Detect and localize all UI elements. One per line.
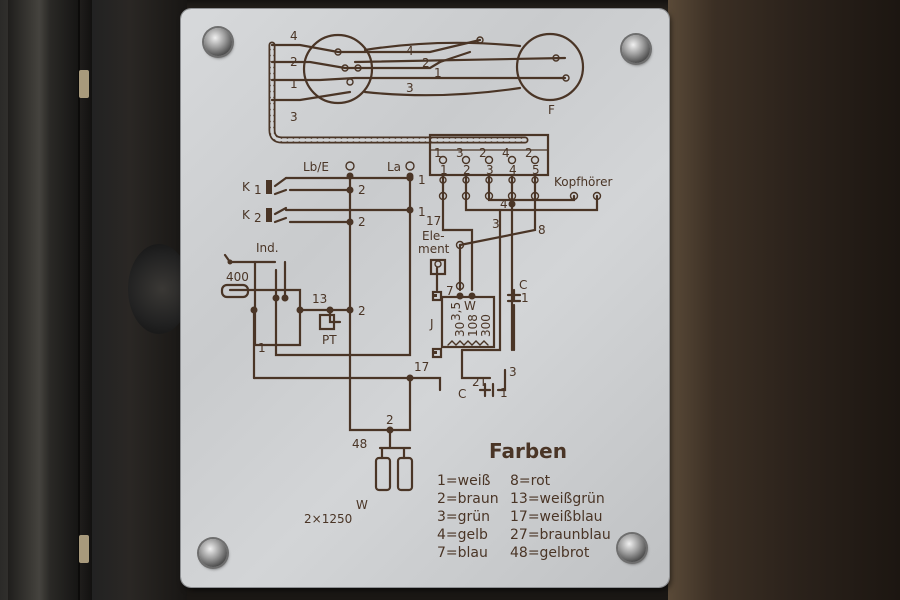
wire-number: 1 bbox=[258, 341, 266, 355]
screw-icon bbox=[618, 534, 646, 562]
terminal-number: 1 bbox=[440, 163, 448, 177]
ohm-w-label: W bbox=[464, 299, 476, 313]
k1-label: K bbox=[242, 180, 251, 194]
c-lower-2t-label: 2T bbox=[472, 375, 488, 389]
wire-number: 2 bbox=[358, 304, 366, 318]
handset-f-label: F bbox=[548, 103, 555, 117]
wire-number: 4 bbox=[406, 44, 414, 58]
circuit-plate: F Lb/E La K 1 K 2 Ind. 400 PT Kopfhörer … bbox=[181, 9, 669, 587]
legend-title: Farben bbox=[489, 439, 567, 463]
wire-number: 3 bbox=[406, 81, 414, 95]
terminal-wire-number: 1 bbox=[434, 146, 442, 160]
ind-label: Ind. bbox=[256, 241, 279, 255]
ohm-108-label: 108 bbox=[466, 314, 480, 337]
screw-icon bbox=[199, 539, 227, 567]
terminal-number: 5 bbox=[532, 163, 540, 177]
wiring-diagram: F Lb/E La K 1 K 2 Ind. 400 PT Kopfhörer … bbox=[220, 29, 612, 526]
la-label: La bbox=[387, 160, 401, 174]
legend-entry: 27=braunblau bbox=[510, 527, 611, 543]
terminal-wire-number: 3 bbox=[456, 146, 464, 160]
element-label-line1: Ele- bbox=[422, 229, 445, 243]
wire-number: 1 bbox=[418, 205, 426, 219]
w-value-label: 2×1250 bbox=[304, 512, 352, 526]
c-upper-label: C bbox=[519, 278, 527, 292]
legend-entry: 7=blau bbox=[437, 545, 488, 561]
k1-sub-label: 1 bbox=[254, 183, 262, 197]
k2-sub-label: 2 bbox=[254, 211, 262, 225]
r400-label: 400 bbox=[226, 270, 249, 284]
terminal-number: 4 bbox=[509, 163, 517, 177]
wire-number: 4 bbox=[500, 197, 508, 211]
wire-number: 8 bbox=[538, 223, 546, 237]
wire-number: 2 bbox=[358, 183, 366, 197]
wire-number: 17 bbox=[414, 360, 429, 374]
wire-number: 3 bbox=[290, 110, 298, 124]
w-label: W bbox=[356, 498, 368, 512]
legend-entry: 3=grün bbox=[437, 509, 491, 525]
legend-entry: 48=gelbrot bbox=[510, 545, 590, 561]
kopfhoerer-label: Kopfhörer bbox=[554, 175, 612, 189]
wire-number: 17 bbox=[426, 214, 441, 228]
terminal-wire-number: 2 bbox=[525, 146, 533, 160]
ohm-35-label: 3,5 bbox=[449, 302, 463, 321]
terminal-number: 3 bbox=[486, 163, 494, 177]
screw-icon bbox=[622, 35, 650, 63]
wire-number: 2 bbox=[358, 215, 366, 229]
wire-number: 3 bbox=[492, 217, 500, 231]
case-hinge bbox=[8, 0, 80, 600]
wire-number: 2 bbox=[422, 56, 430, 70]
pt-label: PT bbox=[322, 333, 337, 347]
wire-number: 1 bbox=[418, 173, 426, 187]
ohm-30-label: 30 bbox=[453, 322, 467, 337]
terminal-wire-number: 4 bbox=[502, 146, 510, 160]
ohm-300-label: 300 bbox=[479, 314, 493, 337]
case-knob bbox=[128, 244, 190, 334]
k2-label: K bbox=[242, 208, 251, 222]
element-label-line2: ment bbox=[418, 242, 450, 256]
terminal-wire-number: 2 bbox=[479, 146, 487, 160]
legend-entry: 4=gelb bbox=[437, 527, 488, 543]
hinge-pin bbox=[79, 70, 89, 98]
legend-entry: 17=weißblau bbox=[510, 509, 603, 525]
wire-number: 4 bbox=[290, 29, 298, 43]
wire-number: 1 bbox=[290, 77, 298, 91]
j-label: J bbox=[429, 317, 434, 331]
lb-e-label: Lb/E bbox=[303, 160, 329, 174]
wire-number: 1 bbox=[434, 66, 442, 80]
wire-number: 2 bbox=[290, 55, 298, 69]
wire-number: 3 bbox=[509, 365, 517, 379]
wire-number: 2 bbox=[386, 413, 394, 427]
legend-entry: 2=braun bbox=[437, 491, 499, 507]
terminal-number: 2 bbox=[463, 163, 471, 177]
case-right-side bbox=[668, 0, 900, 600]
wire-number: 7 bbox=[446, 284, 454, 298]
c-upper-sub-label: 1 bbox=[521, 291, 529, 305]
wire-number: 13 bbox=[312, 292, 327, 306]
hinge-pin bbox=[79, 535, 89, 563]
wire-number: 48 bbox=[352, 437, 367, 451]
color-legend: 1=weiß 8=rot 2=braun 13=weißgrün 3=grün … bbox=[437, 473, 620, 562]
legend-entry: 8=rot bbox=[510, 473, 551, 489]
legend-entry: 13=weißgrün bbox=[510, 491, 605, 507]
wire-number: 1 bbox=[500, 386, 508, 400]
legend-entry: 1=weiß bbox=[437, 473, 491, 489]
screw-icon bbox=[204, 28, 232, 56]
c-lower-label: C bbox=[458, 387, 466, 401]
